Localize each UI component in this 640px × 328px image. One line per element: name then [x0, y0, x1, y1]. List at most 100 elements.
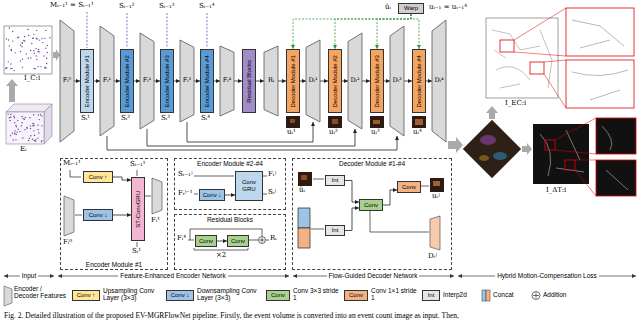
event-dot: [21, 46, 22, 47]
event-dot: [37, 129, 38, 130]
event-dot: [28, 35, 29, 36]
symbol-label: Sᵢ²: [121, 115, 130, 123]
residual-blocks-detail: [188, 229, 269, 250]
module-panel: Encoder Module #2-#4Conv ↓Conv GRU: [174, 158, 286, 210]
layer-box: Decoder Module #2: [328, 49, 342, 113]
connector: [134, 81, 140, 82]
figure-part: [263, 194, 267, 195]
node-label: Fᵢ²: [143, 77, 151, 84]
node-label: Decoder Module #4: [416, 55, 423, 107]
layer-box: Decoder Module #3: [370, 49, 384, 113]
figure-part: [555, 118, 596, 196]
event-dot: [20, 45, 21, 46]
layer-box: Encoder Module #4: [200, 49, 214, 113]
legend-text: Downsampling Conv Layer (3×3): [197, 287, 261, 302]
node-label: Dᵢ⁴: [434, 77, 443, 84]
node-label: Encoder Module #2: [124, 55, 131, 107]
connector: [384, 81, 390, 82]
connector: [174, 81, 180, 82]
event-dot: [10, 135, 11, 136]
figure-part: [482, 290, 486, 301]
event-dot: [33, 114, 34, 115]
layer-box: Residual Blocks: [242, 49, 256, 113]
figure-part: [412, 116, 426, 128]
layer-box: Conv GRU: [235, 171, 263, 201]
event-dot: [28, 140, 29, 141]
event-volume: [6, 104, 52, 144]
node-label: Decoder Module #1: [290, 55, 297, 107]
event-dot: [12, 31, 13, 32]
feature-block: Fᵢ⁰: [60, 20, 74, 142]
output-arrow: [522, 143, 532, 155]
figure-part: [194, 194, 198, 195]
legend-text: Conv 3×3 stride 1: [293, 287, 339, 302]
symbol-label: uᵢ⁴: [413, 129, 422, 137]
figure-part: [75, 215, 82, 216]
symbol-label: Fᵢʲ: [268, 171, 276, 179]
connector: [426, 81, 432, 82]
legend-text: Interp2d: [443, 291, 479, 298]
symbol-label: Sᵢʲ: [268, 189, 276, 197]
event-dot: [16, 126, 17, 127]
event-dot: [22, 137, 23, 138]
figure-part: [479, 155, 489, 161]
feature-outline: [306, 40, 320, 122]
connector: [411, 14, 419, 49]
event-dot: [41, 38, 42, 39]
input-arrow: [53, 49, 60, 61]
event-dot: [34, 140, 35, 141]
event-dot: [36, 59, 37, 60]
symbol-label: ×2: [216, 252, 226, 260]
event-dot: [12, 40, 13, 41]
symbol-label: Sᵢ¹: [132, 248, 141, 256]
event-dot: [35, 68, 36, 69]
event-dot: [30, 135, 31, 136]
node-label: Fᵢ³: [183, 77, 191, 84]
figure-part: [4, 26, 52, 74]
figure-part: [545, 140, 555, 150]
event-dot: [32, 125, 33, 126]
event-dot: [12, 133, 13, 134]
event-dot: [13, 115, 14, 116]
node-label: Dᵢ²: [350, 77, 359, 84]
event-dot: [22, 42, 23, 43]
input-image: [4, 26, 52, 74]
feature-block: Dᵢ⁴: [432, 20, 446, 142]
figure-part: [430, 216, 440, 250]
figure-part: [145, 196, 151, 197]
figure-part: [4, 286, 12, 306]
event-dot: [22, 67, 23, 68]
connector: [256, 81, 264, 82]
section-label: Feature-Enhanced Encoder Network: [118, 272, 228, 279]
module-panel: Encoder Module #1Conv ↑Conv ↓ST-ConvGRU: [60, 158, 168, 270]
connector: [404, 81, 412, 82]
connector: [217, 241, 227, 242]
node-label: Encoder Module #3: [164, 55, 171, 107]
figure-part: [298, 172, 312, 186]
panel-title: Encoder Module #2-#4: [197, 160, 263, 167]
event-dot: [24, 119, 25, 120]
event-dot: [40, 66, 41, 67]
symbol-label: I_C:i: [24, 75, 40, 83]
symbol-label: Sᵢ³: [161, 115, 170, 123]
event-dot: [36, 30, 37, 31]
event-dot: [33, 125, 34, 126]
event-dot: [31, 43, 32, 44]
event-dot: [21, 42, 22, 43]
figure-part: [64, 196, 74, 236]
feature-block: Fᵢ⁴: [220, 46, 234, 116]
symbol-label: Fᵢ⁰: [63, 239, 72, 247]
symbol-label: I_ΔT:i: [546, 187, 566, 195]
symbol-label: Dᵢʲ: [428, 253, 437, 261]
figure-part: [370, 116, 384, 128]
event-dot: [32, 38, 33, 39]
event-dot: [39, 119, 40, 120]
event-dot: [22, 58, 23, 59]
event-dot: [32, 138, 33, 139]
connector: [362, 81, 370, 82]
swatch-label: Conv ↓: [171, 292, 190, 299]
event-dot: [40, 114, 41, 115]
node-label: Conv: [199, 238, 213, 245]
event-dot: [27, 29, 28, 30]
